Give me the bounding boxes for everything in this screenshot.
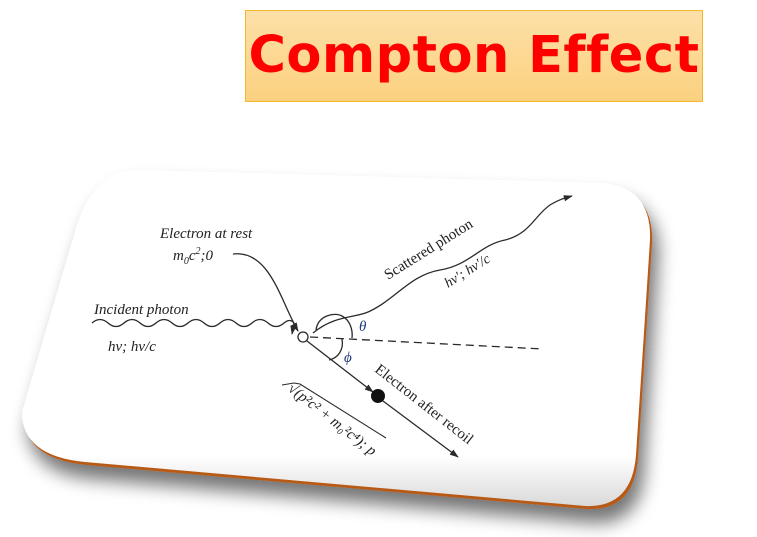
collision-point — [297, 331, 309, 343]
diagram-content — [91, 195, 573, 458]
recoil-electron-line — [306, 340, 374, 393]
incident-photon-values: hν; hν/c — [108, 339, 156, 355]
phi-label: ϕ — [344, 350, 352, 366]
scattered-photon-wave — [312, 195, 573, 334]
recoiled-electron — [371, 389, 385, 403]
page-title: Compton Effect — [248, 25, 700, 85]
phi-angle-arc — [328, 338, 344, 361]
incident-photon-label: Incident photon — [93, 302, 189, 318]
electron-at-rest-energy: m0c2;0 — [173, 246, 214, 267]
title-banner: Compton Effect — [245, 10, 703, 102]
incident-photon-wave — [91, 318, 297, 335]
electron-at-rest-arrow — [232, 253, 299, 332]
electron-at-rest-label: Electron at rest — [159, 226, 253, 242]
theta-angle-arc — [315, 313, 353, 339]
theta-label: θ — [359, 319, 367, 335]
sqrt-sign — [281, 382, 387, 439]
recoil-electron-line-continued — [382, 400, 459, 458]
